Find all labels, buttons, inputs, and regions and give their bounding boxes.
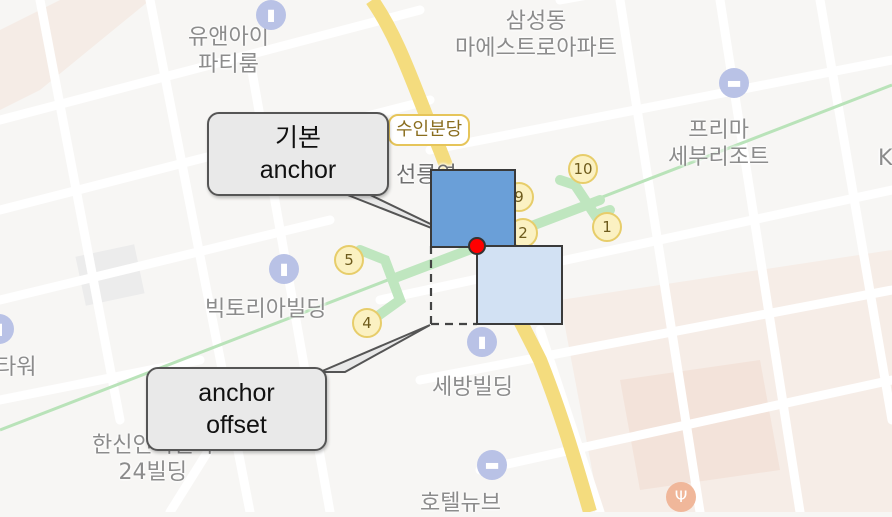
subway-exit-5[interactable]: 5	[334, 245, 364, 275]
default-anchor-box	[430, 169, 516, 248]
subway-exit-4[interactable]: 4	[352, 308, 382, 338]
place-label-edge-letter: K	[878, 146, 892, 171]
callout-offset-line1: anchor	[198, 379, 275, 407]
callout-anchor-offset: anchor offset	[146, 367, 327, 451]
place-label-sebang: 세방빌딩	[432, 375, 513, 400]
place-label-tower-partial: 타워	[0, 355, 37, 380]
callout-default-line2: anchor	[259, 156, 337, 184]
place-label-samsung-maestro: 삼성동 마에스트로아파트	[455, 9, 617, 61]
callout-default-line1: 기본	[274, 124, 321, 152]
subway-exit-10[interactable]: 10	[568, 154, 598, 184]
hotel-icon[interactable]: ▬	[477, 450, 507, 480]
building-icon[interactable]: ▮	[256, 0, 286, 30]
offset-anchor-box	[476, 245, 563, 325]
place-label-victoria: 빅토리아빌딩	[205, 297, 327, 322]
building-icon[interactable]: ▮	[467, 327, 497, 357]
building-icon[interactable]: ▮	[269, 254, 299, 284]
restaurant-icon[interactable]: Ψ	[666, 482, 696, 512]
anchor-point	[468, 237, 486, 255]
place-label-prima-sebu: 프리마 세부리조트	[668, 118, 770, 170]
hotel-icon[interactable]: ▬	[719, 68, 749, 98]
callout-offset-line2: offset	[206, 411, 267, 439]
building-icon: ▮	[0, 314, 14, 344]
callout-default-anchor: 기본 anchor	[207, 112, 389, 196]
station-label-suin-bundang[interactable]: 수인분당	[388, 114, 471, 146]
subway-exit-1[interactable]: 1	[592, 212, 622, 242]
place-label-uaeni: 유앤아이 파티룸	[188, 25, 269, 77]
